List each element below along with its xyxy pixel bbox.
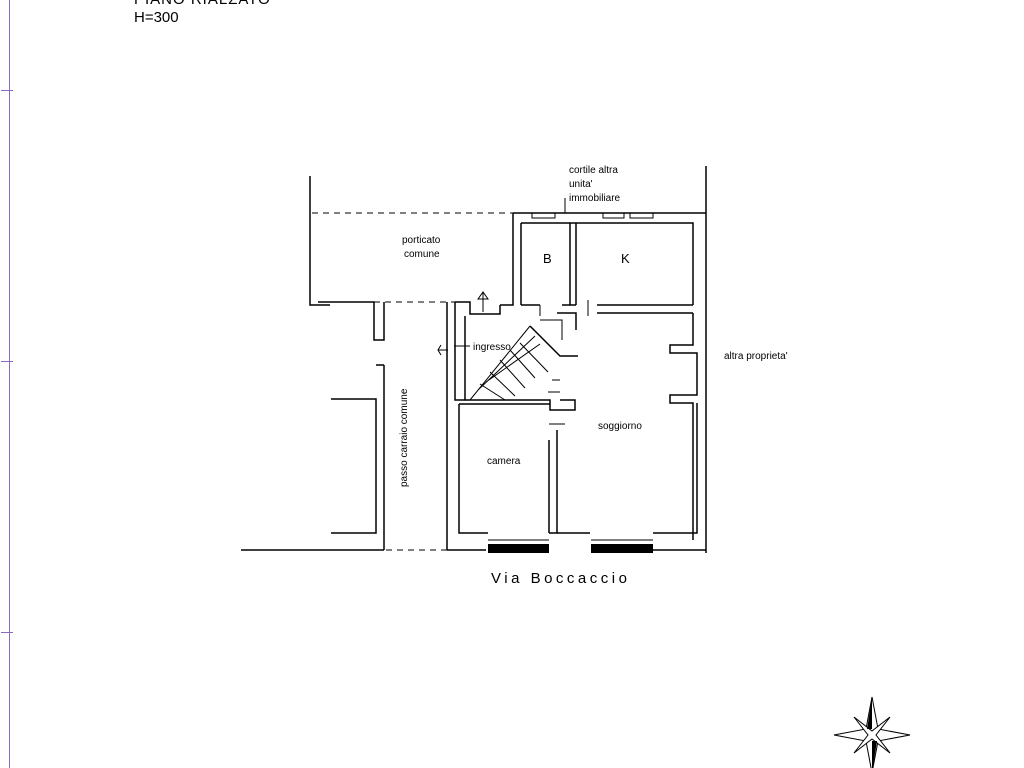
- portico-label-2: comune: [404, 249, 440, 260]
- floor-title: PIANO RIALZATO: [134, 0, 271, 8]
- living-room-label: soggiorno: [598, 421, 642, 432]
- kitchen-label: K: [621, 251, 630, 266]
- ceiling-height: H=300: [134, 9, 179, 26]
- portico-label-1: porticato: [402, 235, 441, 246]
- compass-rose: [833, 696, 911, 768]
- courtyard-label-2: unita': [569, 179, 593, 190]
- bathroom-label: B: [543, 251, 552, 266]
- bedroom-label: camera: [487, 456, 521, 467]
- frame-tick: [1, 632, 13, 633]
- driveway-label: passo carraio comune: [399, 388, 410, 487]
- frame-tick: [1, 90, 13, 91]
- other-property-label: altra proprieta': [724, 351, 788, 362]
- courtyard-label-3: immobiliare: [569, 193, 621, 204]
- page-frame-line: [9, 0, 10, 768]
- courtyard-label-1: cortile altra: [569, 165, 618, 176]
- frame-tick: [1, 361, 13, 362]
- street-label: Via Boccaccio: [491, 570, 631, 587]
- entrance-label: ingresso: [473, 342, 511, 353]
